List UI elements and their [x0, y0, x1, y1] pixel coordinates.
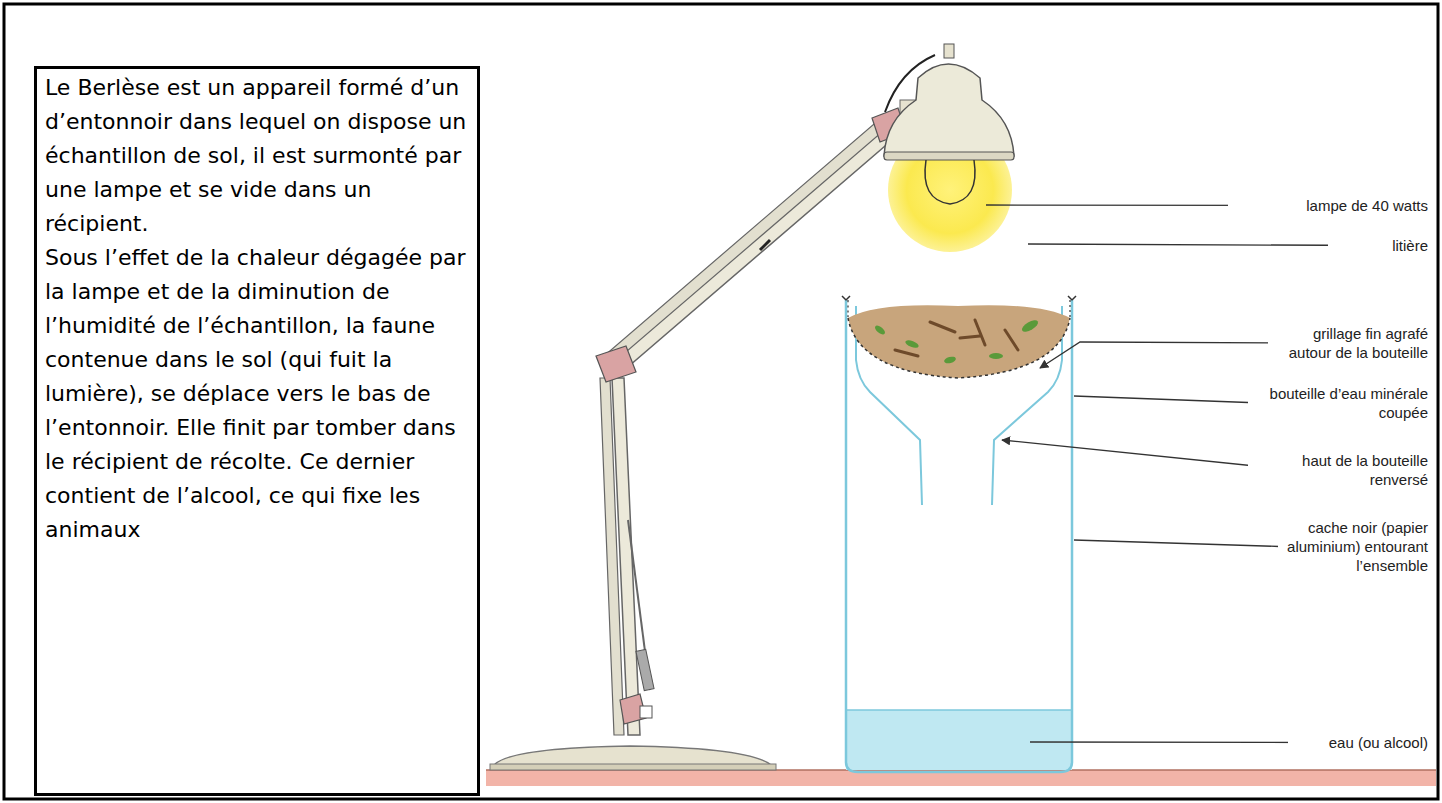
part-label: litière: [1328, 236, 1428, 255]
leader-line: [1074, 540, 1279, 547]
part-label: cache noir (papier aluminium) entourant …: [1278, 518, 1428, 575]
part-label: grillage fin agrafé autour de la bouteil…: [1268, 324, 1428, 362]
description-text: Le Berlèse est un appareil formé d’un d’…: [45, 71, 469, 241]
outer-frame: [4, 4, 1438, 799]
part-label: haut de la bouteille renversé: [1248, 451, 1428, 489]
description-text: Sous l’effet de la chaleur dégagée par l…: [45, 241, 469, 547]
desk-lamp: [490, 44, 1014, 770]
leader-line: [1030, 741, 1321, 743]
leader-line: [1074, 396, 1262, 403]
text-box: Le Berlèse est un appareil formé d’un d’…: [34, 66, 480, 796]
part-label: lampe de 40 watts: [1228, 196, 1428, 215]
leader-line: [1040, 342, 1281, 368]
part-label: bouteille d’eau minérale coupée: [1248, 384, 1428, 422]
part-label: eau (ou alcool): [1288, 733, 1428, 752]
